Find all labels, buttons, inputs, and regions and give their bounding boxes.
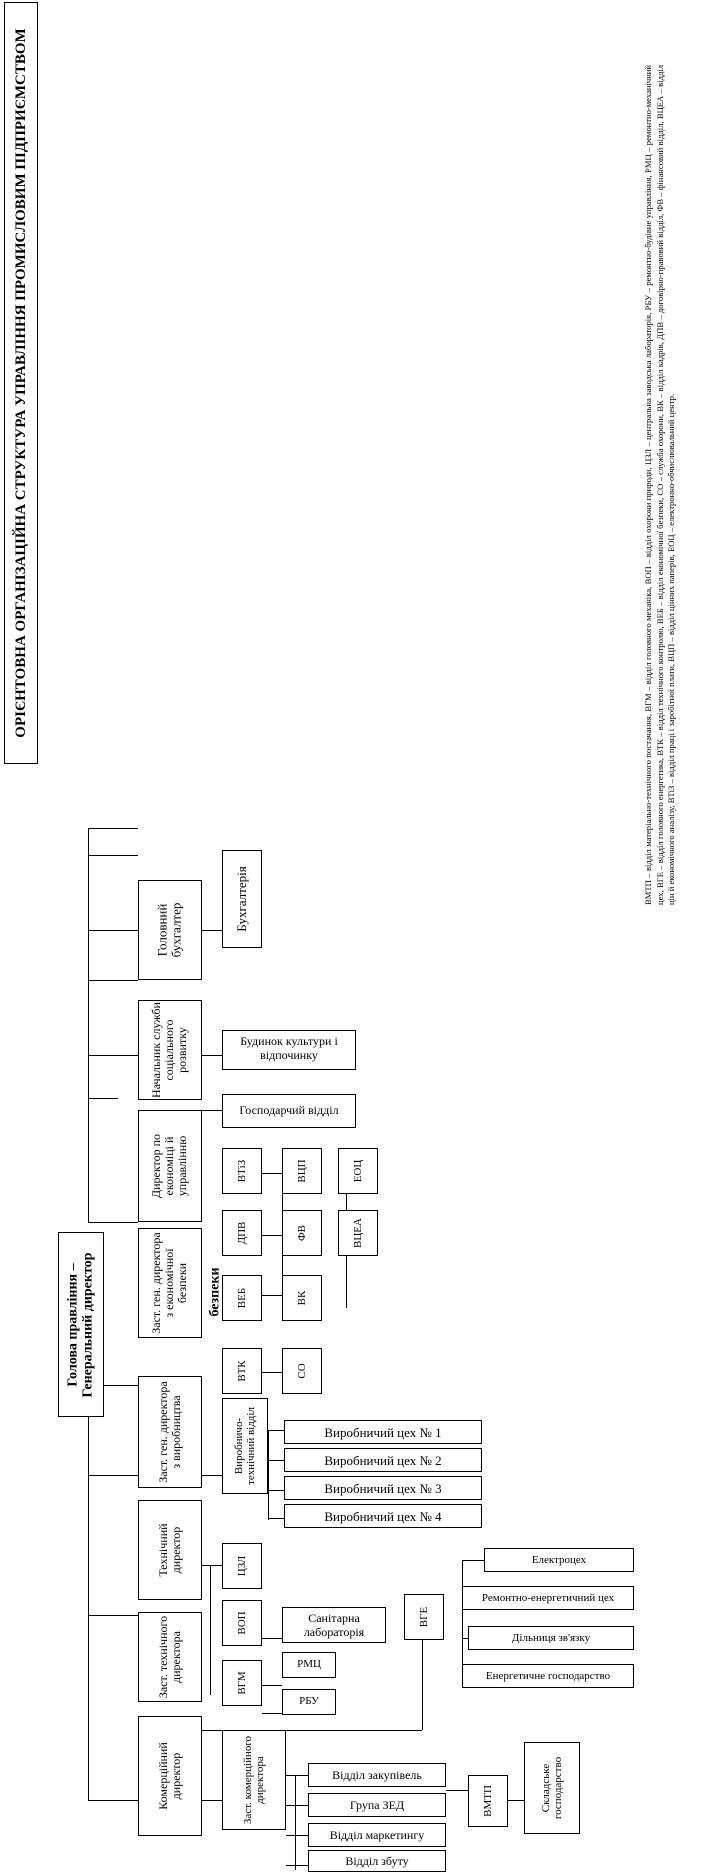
unit-so: СО (282, 1348, 322, 1394)
unit-rmts: РМЦ (282, 1652, 336, 1678)
connector (88, 1055, 138, 1056)
connector (262, 1638, 282, 1639)
unit-tszl: ЦЗЛ (222, 1543, 262, 1589)
connector (202, 1800, 222, 1801)
connector (88, 1615, 138, 1616)
connector (268, 1490, 284, 1491)
connector (202, 1055, 222, 1056)
connector (286, 1805, 308, 1806)
unit-shop-3: Виробничий цех № 3 (284, 1476, 482, 1500)
connector (202, 1565, 222, 1566)
connector (508, 1800, 524, 1801)
unit-household: Господарчий відділ (222, 1094, 356, 1128)
connector (462, 1560, 484, 1561)
connector (295, 1775, 296, 1870)
unit-vop: ВОП (222, 1600, 262, 1646)
unit-shop-4: Виробничий цех № 4 (284, 1504, 482, 1528)
ceo-box: Голова правління – Генеральний директор (58, 1232, 104, 1417)
unit-sales: Відділ збуту (308, 1850, 446, 1872)
connector (88, 1385, 89, 1800)
connector (88, 930, 89, 1222)
director-security: Заст. ген. директора з економічної безпе… (138, 1228, 202, 1338)
unit-shop-1: Виробничий цех № 1 (284, 1420, 482, 1444)
unit-comm-section: Дільниця зв'язку (468, 1626, 634, 1650)
connector (268, 1430, 284, 1431)
connector (88, 1475, 138, 1476)
connector (286, 1865, 308, 1866)
connector (202, 1730, 422, 1731)
connector (88, 1385, 138, 1386)
legend-text: ВМТП – відділ матеріально-технічного пос… (643, 65, 676, 905)
connector (446, 1790, 468, 1791)
connector (88, 1800, 138, 1801)
connector (88, 1222, 138, 1223)
unit-vge: ВГЕ (404, 1594, 444, 1640)
page-title: ОРІЄНТОВНА ОРГАНІЗАЦІЙНА СТРУКТУРА УПРАВ… (12, 28, 29, 738)
unit-repair-energy-shop: Ремонтно-енергетичний цех (462, 1586, 634, 1610)
connector (88, 855, 89, 930)
connector (202, 1475, 222, 1476)
director-chief-accountant: Головний бухгалтер (138, 880, 202, 980)
director-tech-deputy: Заст. технічного директора (138, 1612, 202, 1702)
unit-fv: ФВ (282, 1210, 322, 1256)
connector (240, 1372, 300, 1373)
unit-shop-2: Виробничий цех № 2 (284, 1448, 482, 1472)
unit-veb: ВЕБ (222, 1275, 262, 1321)
connector (210, 1565, 211, 1695)
unit-vtiz: ВТіЗ (222, 1148, 262, 1194)
connector (88, 1098, 118, 1099)
connector (88, 980, 138, 981)
unit-prod-tech: Виробничо-технічний відділ (222, 1398, 268, 1494)
connector (240, 1295, 300, 1296)
label-bezpeky: безпеки (207, 1267, 223, 1317)
connector (422, 1600, 423, 1730)
unit-vtk: ВТК (222, 1348, 262, 1394)
unit-dpv: ДПВ (222, 1210, 262, 1256)
unit-culture-house: Будинок культури і відпочинку (222, 1030, 356, 1070)
unit-comm-deputy: Заст. комерційного директора (222, 1730, 286, 1830)
unit-marketing: Відділ маркетингу (308, 1823, 446, 1847)
ceo-label: Голова правління – Генеральний директор (65, 1252, 96, 1397)
unit-accounting: Бухгалтерія (222, 850, 262, 948)
connector (262, 1685, 282, 1686)
title-box: ОРІЄНТОВНА ОРГАНІЗАЦІЙНА СТРУКТУРА УПРАВ… (4, 2, 38, 764)
connector (286, 1835, 308, 1836)
unit-electro-shop: Електроцех (484, 1548, 634, 1572)
director-commercial: Комерційний директор (138, 1716, 202, 1836)
unit-procurement: Відділ закупівель (308, 1763, 446, 1787)
unit-warehouse: Складське господарство (524, 1742, 580, 1834)
unit-vtsea: ВЦЕА (338, 1210, 378, 1256)
unit-vgm: ВГМ (222, 1660, 262, 1706)
connector (88, 1062, 89, 1063)
director-social: Начальник служби соціального розвитку (138, 1000, 202, 1100)
connector (286, 1775, 308, 1776)
connector (268, 1518, 284, 1519)
connector (240, 1173, 300, 1174)
connector (262, 1713, 282, 1714)
director-production: Заст. ген. директора з виробництва (138, 1376, 202, 1488)
connector (202, 930, 222, 931)
unit-eots: ЕОЦ (338, 1148, 378, 1194)
director-technical: Технічний директор (138, 1500, 202, 1600)
connector (88, 828, 138, 829)
connector (88, 930, 138, 931)
unit-vtsp: ВЦП (282, 1148, 322, 1194)
connector (268, 1430, 269, 1520)
unit-vk: ВК (282, 1275, 322, 1321)
director-economics: Директор по економіці й управлінню (138, 1110, 202, 1222)
unit-vmtp: ВМТП (468, 1775, 508, 1827)
connector (88, 855, 138, 856)
connector (462, 1560, 463, 1680)
connector (268, 1460, 284, 1461)
connector (202, 1110, 222, 1111)
unit-zed-group: Група ЗЕД (308, 1793, 446, 1817)
unit-energy-household: Енергетичне господарство (462, 1664, 634, 1688)
unit-sanitary-lab: Санітарна лабораторія (282, 1607, 386, 1643)
connector (240, 1235, 300, 1236)
unit-rbu: РБУ (282, 1689, 336, 1715)
